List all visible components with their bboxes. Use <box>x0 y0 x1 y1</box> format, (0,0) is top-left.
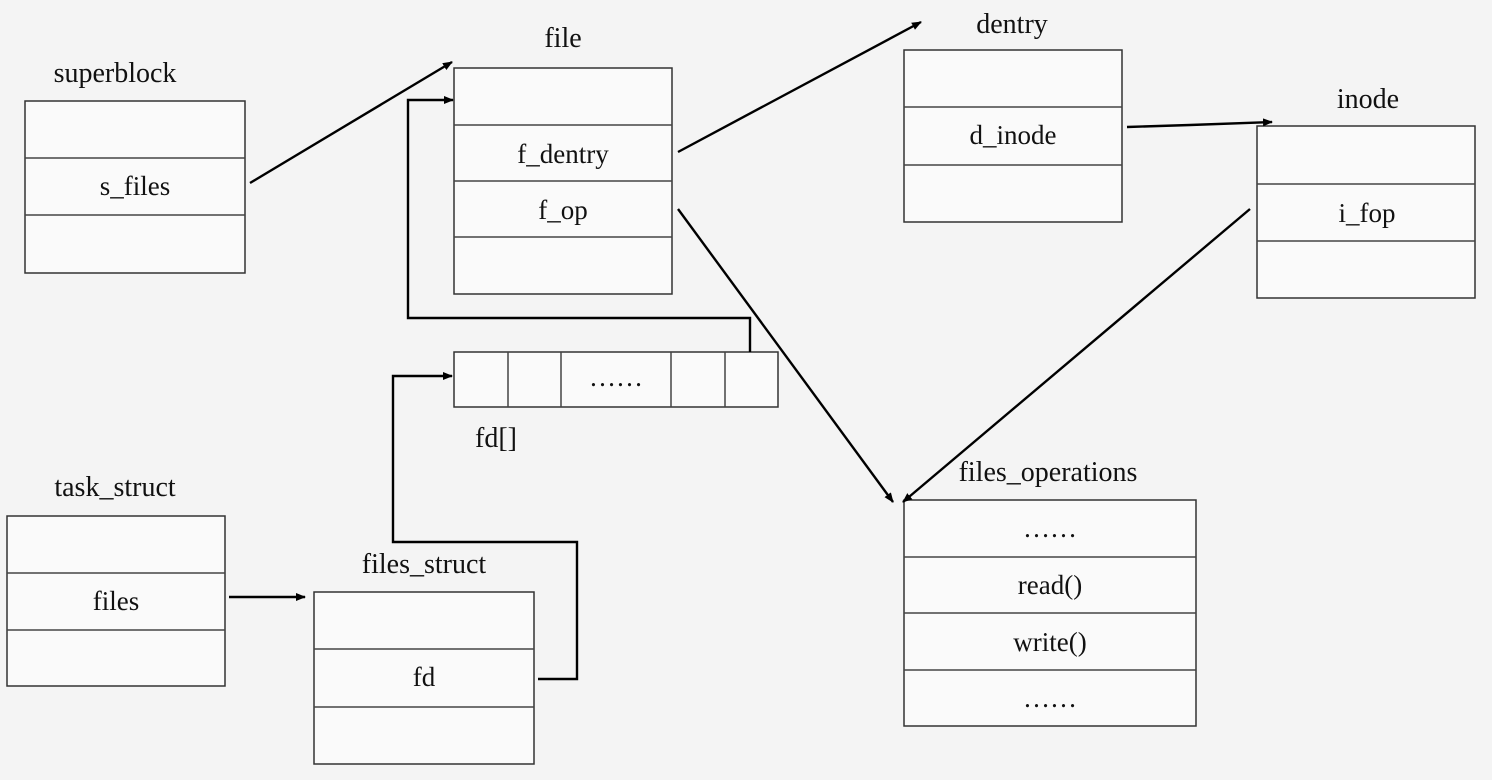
file-field-f-op: f_op <box>538 195 588 225</box>
inode-title: inode <box>1337 84 1399 115</box>
dentry-title: dentry <box>976 9 1048 40</box>
arrow-i-fop-to-files-operations <box>902 208 1251 503</box>
file-field-f-dentry: f_dentry <box>517 139 609 169</box>
superblock-struct: superblock s_files <box>24 58 246 274</box>
arrow-fd-array-to-file <box>406 96 752 352</box>
arrow-f-op-to-files-operations <box>677 208 894 503</box>
fd-array-struct: …… fd[] <box>453 351 779 454</box>
fd-array-ellipsis: …… <box>589 362 643 392</box>
dentry-field-d-inode: d_inode <box>970 120 1057 150</box>
file-title: file <box>544 23 581 54</box>
task-struct-title: task_struct <box>54 472 176 503</box>
file-struct: file f_dentry f_op <box>453 23 673 295</box>
arrow-fd-to-fd-array <box>391 372 579 681</box>
task-struct-box <box>6 515 226 687</box>
fd-array-title: fd[] <box>475 423 517 454</box>
files-struct-field-fd: fd <box>413 662 436 692</box>
inode-field-i-fop: i_fop <box>1339 198 1396 228</box>
task-struct-field-files: files <box>93 586 140 616</box>
task-struct: task_struct files <box>6 472 226 687</box>
files-operations-field-ellipsis-bottom: …… <box>1023 683 1077 713</box>
inode-struct: inode i_fop <box>1256 84 1476 299</box>
superblock-field-s-files: s_files <box>100 171 171 201</box>
files-struct: files_struct fd <box>313 549 535 765</box>
files-struct-box <box>313 591 535 765</box>
arrow-f-dentry-to-dentry <box>677 20 922 154</box>
dentry-struct: dentry d_inode <box>903 9 1123 223</box>
inode-box <box>1256 125 1476 299</box>
arrow-d-inode-to-inode <box>1126 118 1273 129</box>
superblock-box <box>24 100 246 274</box>
files-operations-title: files_operations <box>959 457 1138 488</box>
files-operations-field-read: read() <box>1018 570 1082 600</box>
files-operations-struct: files_operations …… read() write() …… <box>903 457 1197 727</box>
files-operations-field-write: write() <box>1013 627 1086 657</box>
superblock-title: superblock <box>54 58 177 89</box>
files-struct-title: files_struct <box>362 549 487 580</box>
files-operations-field-ellipsis-top: …… <box>1023 513 1077 543</box>
arrow-s-files-to-file <box>249 60 453 185</box>
dentry-box <box>903 49 1123 223</box>
